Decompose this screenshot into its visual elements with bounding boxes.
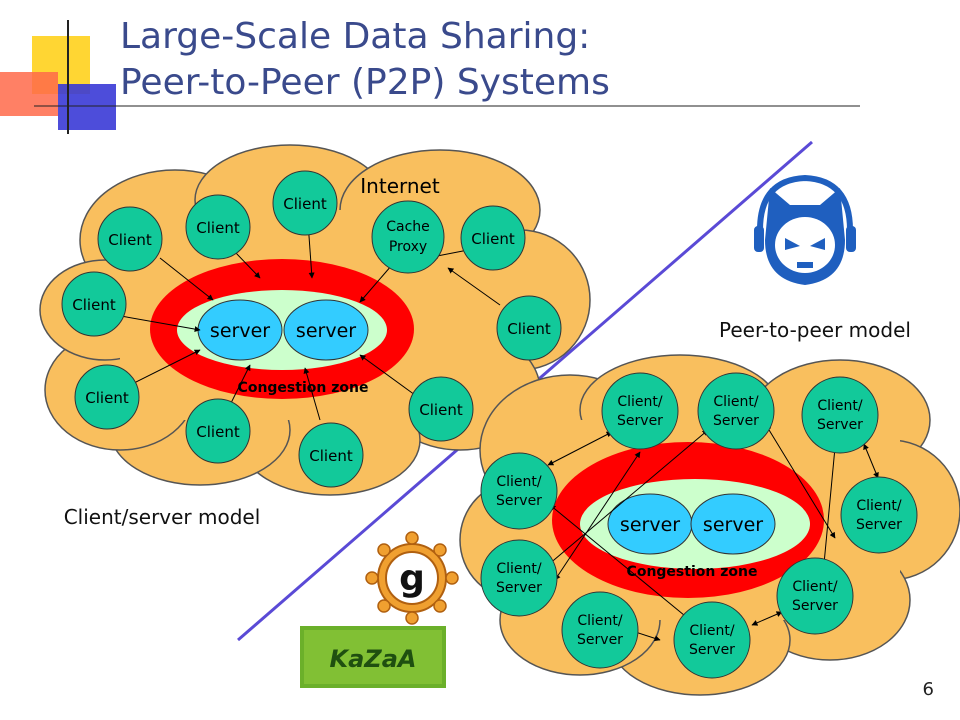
client-label: Client	[507, 320, 551, 338]
peer-label-1: Client/	[792, 579, 838, 595]
server-node	[283, 299, 369, 361]
corner-decoration	[0, 20, 860, 134]
peer-label-2: Server	[617, 413, 663, 429]
slide-number: 6	[922, 679, 934, 700]
peer-label-1: Client/	[577, 613, 623, 629]
client-server-model-label: Client/server model	[64, 505, 261, 529]
peer-label-2: Server	[689, 642, 735, 658]
peer-label-2: Server	[856, 517, 902, 533]
peer-label-1: Client/	[617, 394, 663, 410]
p2p-model-label: Peer-to-peer model	[719, 318, 911, 342]
peer-label-1: Client/	[856, 498, 902, 514]
peer-label-1: Client/	[713, 394, 759, 410]
client-label: Client	[283, 195, 327, 213]
peer-links	[547, 424, 879, 642]
client-label: Client	[419, 401, 463, 419]
kazaa-logo-icon	[300, 626, 446, 688]
congestion-zone-label: Congestion zone	[627, 564, 758, 580]
peer-label-1: Client/	[496, 561, 542, 577]
peer-label-2: Server	[713, 413, 759, 429]
server-label: server	[210, 320, 270, 342]
client-server-labels: Internet Client Client Client Cache Prox…	[72, 174, 551, 465]
congestion-zone-label: Congestion zone	[238, 380, 369, 396]
cache-proxy-label-2: Proxy	[389, 239, 427, 255]
peer-label-2: Server	[496, 580, 542, 596]
server-label: server	[703, 514, 763, 536]
peer-label-2: Server	[817, 417, 863, 433]
cache-proxy-label-1: Cache	[386, 219, 430, 235]
peer-label-2: Server	[577, 632, 623, 648]
p2p-labels: Client/ Server Client/ Server Client/ Se…	[496, 394, 902, 658]
gnutella-letter: g	[399, 558, 425, 599]
client-label: Client	[309, 447, 353, 465]
peer-nodes	[480, 372, 918, 679]
peer-label-2: Server	[792, 598, 838, 614]
client-label: Client	[72, 296, 116, 314]
server-label: server	[296, 320, 356, 342]
client-label: Client	[196, 219, 240, 237]
server-label: server	[620, 514, 680, 536]
peer-label-1: Client/	[496, 474, 542, 490]
client-nodes	[61, 170, 562, 488]
kazaa-wordmark: KaZaA	[330, 645, 417, 673]
peer-label-1: Client/	[817, 398, 863, 414]
slide-title-line-2: Peer-to-Peer (P2P) Systems	[120, 62, 610, 103]
peer-label-1: Client/	[689, 623, 735, 639]
client-label: Client	[108, 231, 152, 249]
slide-title: Large-Scale Data Sharing: Peer-to-Peer (…	[120, 14, 610, 106]
peer-label-2: Server	[496, 493, 542, 509]
gnutella-logo-icon	[365, 531, 459, 625]
client-label: Client	[471, 230, 515, 248]
internet-label: Internet	[360, 174, 440, 198]
client-label: Client	[85, 389, 129, 407]
client-label: Client	[196, 423, 240, 441]
slide-title-line-1: Large-Scale Data Sharing:	[120, 16, 591, 57]
napster-logo-icon	[754, 174, 856, 285]
